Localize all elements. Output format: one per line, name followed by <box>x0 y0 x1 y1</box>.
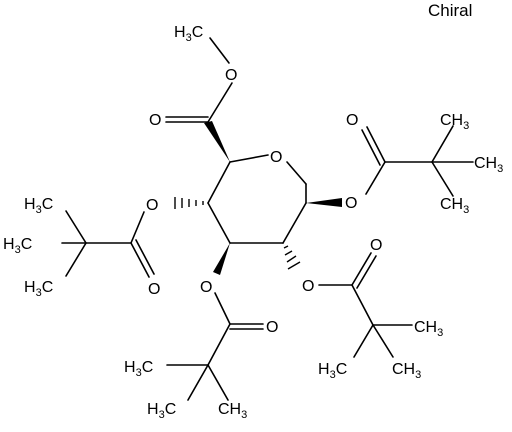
bond-c2carb-o-a <box>351 252 372 286</box>
atom-c3-carbonyl-o: O <box>266 319 278 336</box>
bond-c1carb-o-b <box>361 129 381 166</box>
bond-c6-oalkyl <box>207 82 233 123</box>
atom-c2-o: O <box>302 278 314 295</box>
chirality-label: Chiral <box>428 1 472 20</box>
bond-c2quat-me-br <box>372 324 394 358</box>
hash-c2-o2-4 <box>287 261 301 270</box>
bond-c5-ringO <box>229 154 269 163</box>
atom-c2-carbonyl-o: O <box>370 237 382 254</box>
bond-c2-c1 <box>282 202 307 244</box>
atom-c2-me-bottom-left: H3C <box>318 361 347 381</box>
bond-c4carb-o-b <box>135 239 155 275</box>
wedge-c3-o3 <box>213 243 230 275</box>
hashed-bonds <box>174 197 301 270</box>
hash-c2-o2-1 <box>283 245 289 249</box>
stereo-bonds <box>204 121 342 275</box>
atom-c4-carbonyl-o: O <box>148 281 160 298</box>
atom-c1-me-bottom: CH3 <box>440 196 469 216</box>
atom-ester-o-single: O <box>225 67 237 84</box>
atom-c1-me-top: CH3 <box>440 112 469 132</box>
bond-c5-c4 <box>207 161 231 204</box>
bond-c2quat-me-bl <box>353 324 374 358</box>
bond-c1quat-me-bottom <box>431 161 454 197</box>
atom-c4-me-bottom: H3C <box>24 279 53 299</box>
atom-c4-me-left: H3C <box>3 236 32 256</box>
atom-ester-o-double: O <box>149 112 161 129</box>
bond-ringO-c1 <box>286 161 307 185</box>
atom-c3-me-bottom-left: H3C <box>147 401 176 421</box>
atom-c2-me-right: CH3 <box>414 319 443 339</box>
atom-ester-methyl: H3C <box>174 24 203 44</box>
hash-c2-o2-3 <box>286 255 297 263</box>
atom-c2-me-bottom-right: CH3 <box>392 361 421 381</box>
bond-c4quat-me-bottom <box>65 242 87 277</box>
bond-c4quat-me-top <box>65 210 87 244</box>
bond-c3quat-me-br <box>207 364 229 401</box>
atom-c1-o: O <box>345 195 357 212</box>
atom-ring-o: O <box>270 149 282 166</box>
wedge-c5-c6 <box>204 121 230 162</box>
atom-c4-me-top: H3C <box>24 196 53 216</box>
bond-o1-carbonylC <box>365 161 386 195</box>
atom-c4-o: O <box>146 197 158 214</box>
bond-c1carb-o-a <box>366 126 386 163</box>
bond-oalkyl-ch3 <box>209 37 230 64</box>
bond-c3carb-quat <box>207 323 231 366</box>
bond-o3-carbonylC <box>214 292 231 325</box>
bond-c1quat-me-top <box>431 125 454 163</box>
bond-c4-c3 <box>207 202 231 244</box>
bond-c3quat-me-bl <box>187 364 209 401</box>
bond-c4carb-o-a <box>130 242 150 278</box>
atom-c3-me-left: H3C <box>124 359 153 379</box>
wedge-c1-o1 <box>306 198 342 207</box>
bonds <box>61 37 474 401</box>
atom-labels: H3C O O O O O CH3 CH3 CH3 O O H3C H3C H3… <box>3 24 503 421</box>
hash-c2-o2-2 <box>284 250 293 256</box>
atom-c1-carbonyl-o: O <box>346 112 358 129</box>
bond-c2carb-o-b <box>356 255 377 289</box>
atom-c3-me-bottom-right: CH3 <box>218 401 247 421</box>
atom-c3-o: O <box>200 279 212 296</box>
atom-c1-me-right: CH3 <box>474 155 503 175</box>
bond-c2carb-quat <box>351 284 374 326</box>
bond-o4-carbonylC <box>130 211 145 244</box>
